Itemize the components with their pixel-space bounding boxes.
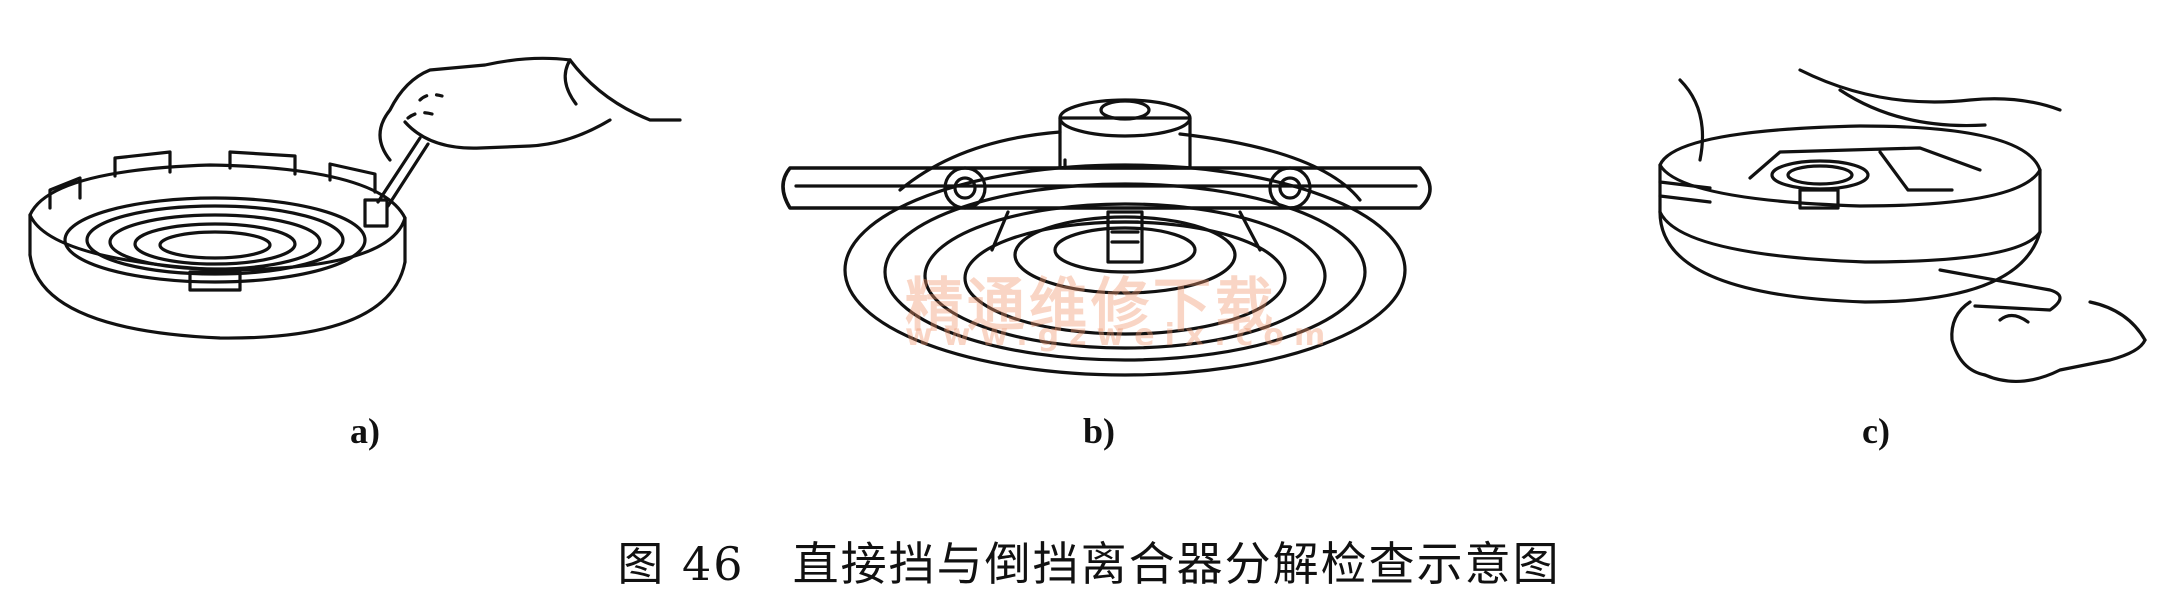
figure-caption: 图 46 直接挡与倒挡离合器分解检查示意图 — [0, 528, 2178, 594]
watermark-url: www.gzweix.com — [905, 318, 1336, 353]
panel-b-illustration — [781, 98, 1432, 377]
panel-b-label: b) — [1083, 411, 1116, 451]
watermark-text: 精通维修下载 — [905, 271, 1278, 339]
panel-c-label: c) — [1862, 411, 1890, 451]
figure-number: 图 46 — [617, 537, 745, 591]
panel-a-label: a) — [350, 411, 380, 451]
panel-c-illustration — [1658, 68, 2147, 384]
figure-title: 直接挡与倒挡离合器分解检查示意图 — [792, 537, 1561, 591]
panel-a-illustration — [28, 56, 682, 340]
